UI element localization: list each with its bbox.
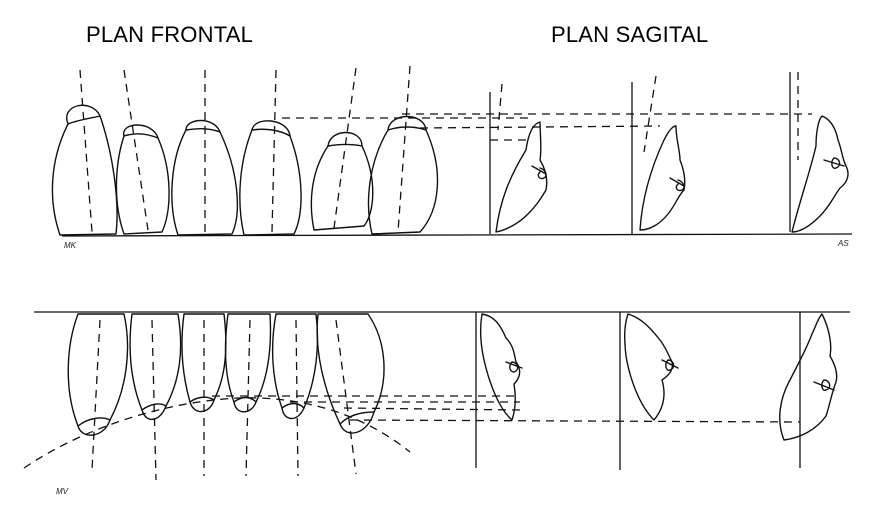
lower-projection-lines [212, 395, 801, 423]
upper-tooth-3 [171, 119, 239, 236]
frontal-plane-heading: PLAN FRONTAL [86, 22, 254, 47]
upper-tooth-5 [310, 131, 374, 231]
sagittal-plane-heading: PLAN SAGITAL [551, 22, 709, 47]
lower-tooth-1 [67, 313, 129, 436]
upper-sagittal-profile-1 [495, 121, 548, 233]
upper-sagittal-profile-2 [639, 125, 686, 231]
lower-tooth-4 [224, 313, 272, 413]
upper-sagittal-group: AS [489, 72, 849, 248]
lower-sagittal-profile-1 [479, 313, 521, 421]
lower-sagittal-profile-2 [623, 313, 674, 421]
upper-tooth-1 [51, 104, 118, 236]
lower-tooth-5 [271, 313, 319, 420]
upper-tooth-2 [115, 124, 170, 235]
lower-sagittal-group [475, 312, 838, 470]
upper-frontal-group: MK [51, 65, 853, 250]
upper-projection-lines [282, 113, 812, 141]
upper-left-initials: MK [64, 241, 77, 250]
lower-frontal-group: MV [23, 311, 850, 496]
upper-tooth-4 [239, 120, 302, 236]
upper-right-initials: AS [837, 239, 849, 248]
lower-left-initials: MV [56, 487, 69, 496]
upper-tooth-6 [367, 115, 439, 235]
upper-sagittal-profile-3 [791, 115, 849, 233]
upper-baseline [61, 233, 853, 237]
lower-tooth-6 [316, 313, 385, 434]
lower-sagittal-profile-3 [779, 313, 838, 441]
